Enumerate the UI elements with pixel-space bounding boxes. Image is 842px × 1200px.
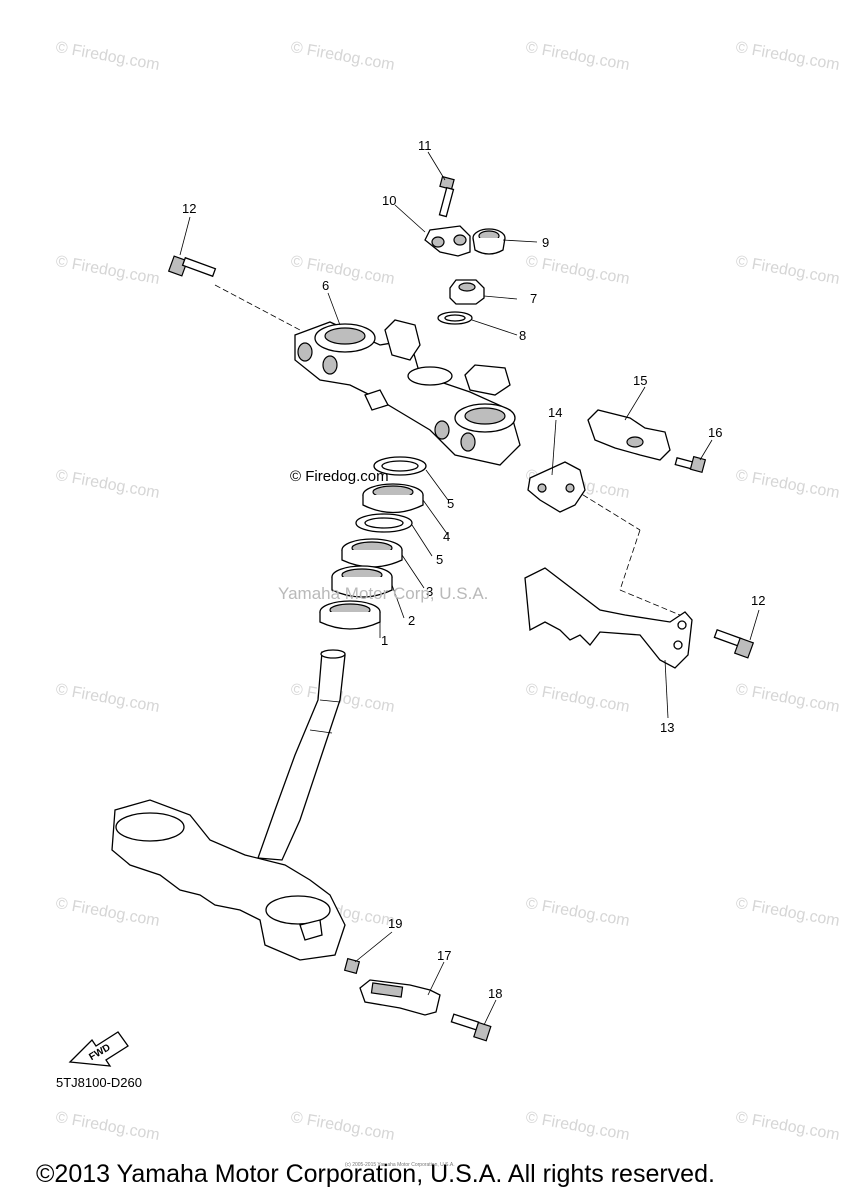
bolt-18 <box>450 1013 492 1042</box>
bolt-12-lower <box>713 628 755 659</box>
tiny-copyright: (c) 2005-2015 Yamaha Motor Corporation, … <box>345 1162 455 1168</box>
callout-17: 17 <box>437 948 451 963</box>
bearing-2 <box>331 565 393 598</box>
callout-15: 15 <box>633 373 647 388</box>
callout-8: 8 <box>519 328 526 343</box>
callout-16: 16 <box>708 425 722 440</box>
mid-watermark: © Firedog.com <box>290 468 389 485</box>
callout-9: 9 <box>542 235 549 250</box>
axis-line-top <box>214 284 301 331</box>
washer-5-lower-hole <box>364 517 404 529</box>
callout-5-upper: 5 <box>447 496 454 511</box>
callout-19: 19 <box>388 916 402 931</box>
guide-17 <box>359 979 441 1016</box>
plate-14 <box>527 461 586 513</box>
callout-13: 13 <box>660 720 674 735</box>
ring-nut-4 <box>362 483 424 514</box>
bolt-11 <box>438 175 455 218</box>
leader-lines <box>179 151 760 1026</box>
callout-1: 1 <box>381 633 388 648</box>
callout-11: 11 <box>418 138 432 153</box>
bolt-12-upper <box>167 255 217 278</box>
clamp-10 <box>424 225 471 257</box>
copyright-footer: ©2013 Yamaha Motor Corporation, U.S.A. A… <box>36 1160 715 1188</box>
steering-stem <box>111 649 346 961</box>
seal-1 <box>319 600 381 630</box>
callout-12-upper: 12 <box>182 201 196 216</box>
callout-7: 7 <box>530 291 537 306</box>
upper-bracket-6 <box>294 319 521 466</box>
callout-14: 14 <box>548 405 562 420</box>
center-watermark: Yamaha Motor Corp, U.S.A. <box>278 584 489 603</box>
bolt-16 <box>674 455 707 474</box>
callout-5-lower: 5 <box>436 552 443 567</box>
callout-10: 10 <box>382 193 396 208</box>
callout-6: 6 <box>322 278 329 293</box>
washer-5-upper-hole <box>381 460 419 472</box>
callout-18: 18 <box>488 986 502 1001</box>
cap-9 <box>472 228 506 255</box>
callout-4: 4 <box>443 529 450 544</box>
axis-line-right <box>574 489 641 531</box>
diagram-code: 5TJ8100-D260 <box>56 1075 142 1090</box>
axis-line-bracket <box>619 529 641 591</box>
nut-7 <box>449 279 485 305</box>
holder-15 <box>587 409 671 461</box>
bearing-race-3 <box>341 538 403 568</box>
bracket-13 <box>524 567 693 669</box>
fwd-arrow-icon: FWD <box>68 1031 129 1067</box>
callout-3: 3 <box>426 584 433 599</box>
callout-12-lower: 12 <box>751 593 765 608</box>
washer-8-hole <box>444 314 466 322</box>
bolt-19 <box>343 957 361 975</box>
callout-2: 2 <box>408 613 415 628</box>
axis-line-bracket2 <box>619 589 681 616</box>
